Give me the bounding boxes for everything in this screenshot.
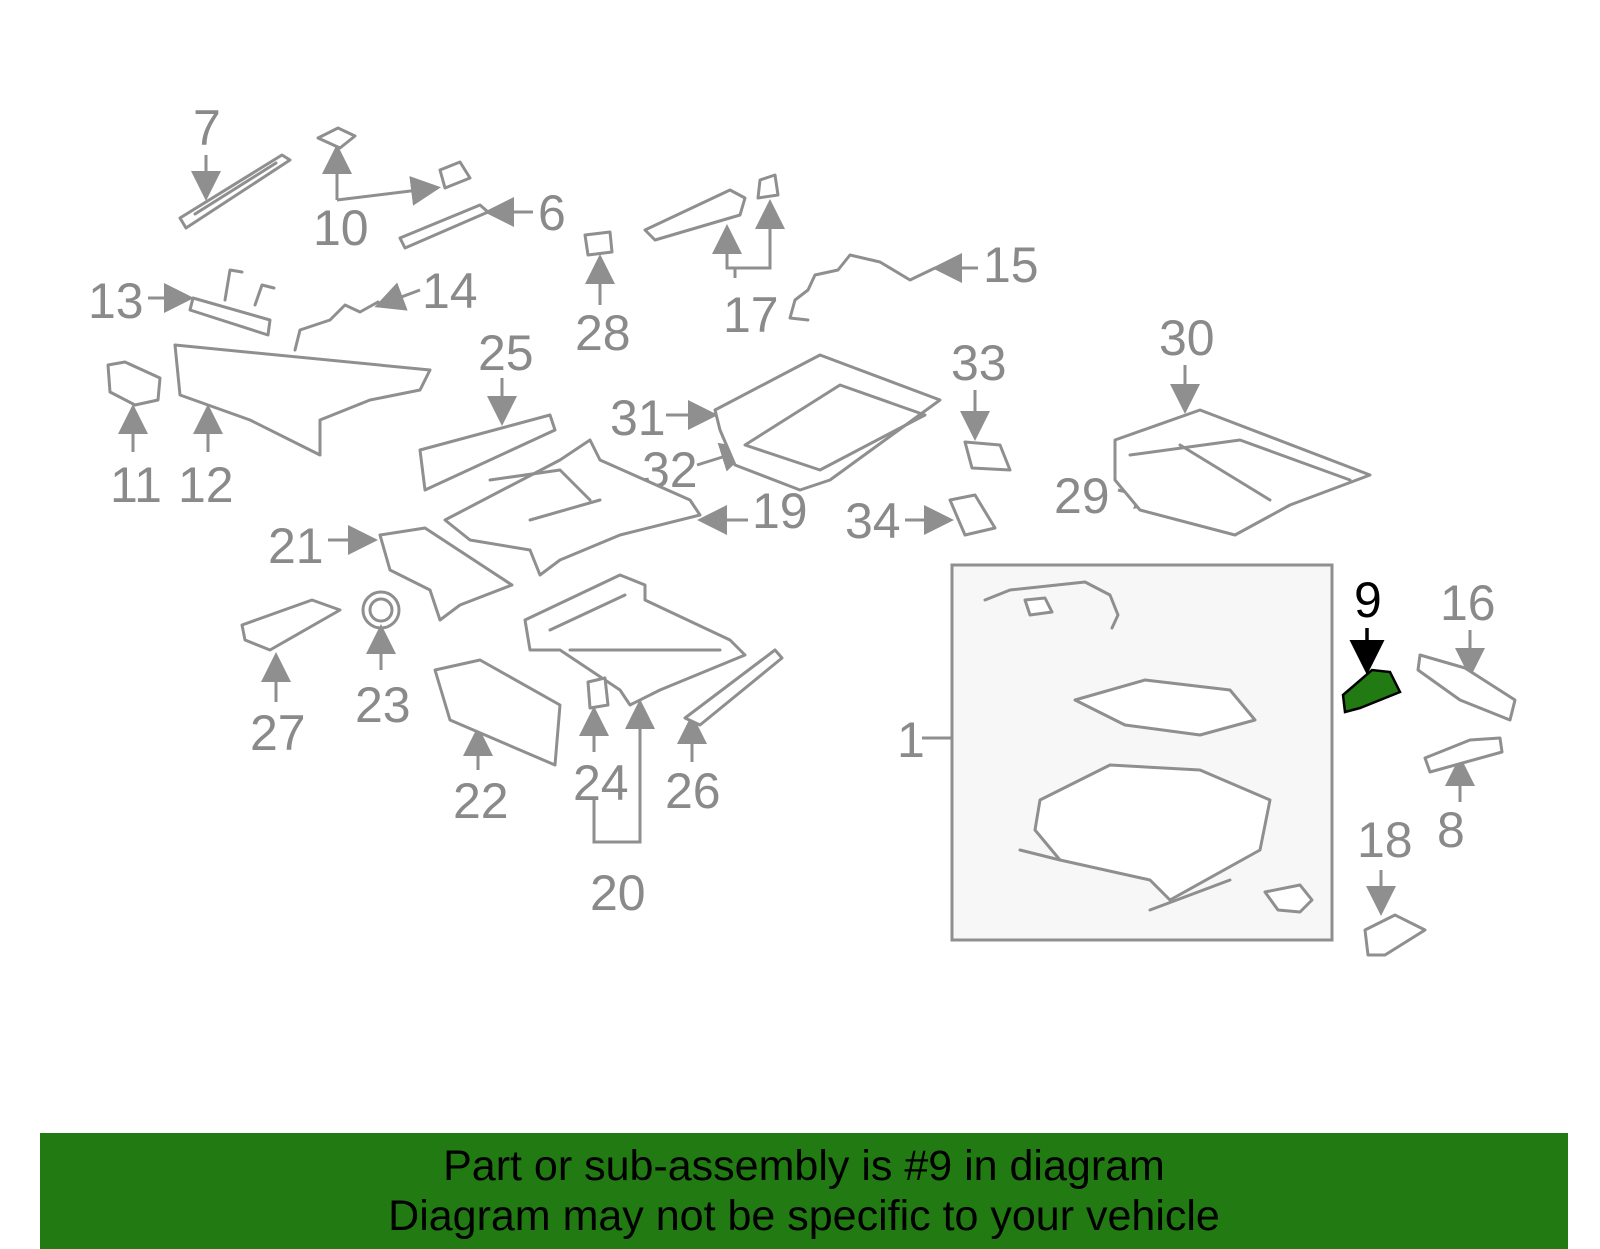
callout-26[interactable]: 26 (665, 763, 721, 819)
callout-12[interactable]: 12 (178, 457, 234, 513)
banner-line-2: Diagram may not be specific to your vehi… (388, 1192, 1220, 1240)
callout-33[interactable]: 33 (951, 335, 1007, 391)
info-banner: Part or sub-assembly is #9 in diagram Di… (40, 1133, 1568, 1249)
part-29-30-cushion (1113, 408, 1372, 537)
callout-30[interactable]: 30 (1159, 310, 1215, 366)
callout-17[interactable]: 17 (723, 287, 779, 343)
part-14-cable (293, 300, 380, 352)
part-21-panel (378, 526, 514, 622)
part-9-cover-highlighted[interactable] (1341, 668, 1402, 714)
callout-1[interactable]: 1 (897, 712, 925, 768)
callout-15[interactable]: 15 (983, 237, 1039, 293)
callout-14[interactable]: 14 (422, 263, 478, 319)
part-25-grille (418, 413, 557, 492)
part-22-cover (433, 658, 562, 767)
callout-6[interactable]: 6 (538, 185, 566, 241)
part-19-frame (443, 438, 702, 577)
callout-8[interactable]: 8 (1437, 802, 1465, 858)
part-26-trim (683, 648, 784, 727)
part-17-cover (643, 188, 747, 242)
part-17b-clip (756, 173, 780, 200)
part-20-track (523, 573, 747, 707)
part-10b-clip (438, 160, 472, 190)
callout-10[interactable]: 10 (313, 200, 369, 256)
part-7-rail (178, 153, 292, 230)
part-23-ring (361, 590, 401, 630)
part-2-wire (1073, 678, 1257, 737)
part-8-trim (1423, 736, 1504, 774)
assembly-box-1 (950, 563, 1334, 942)
callout-13[interactable]: 13 (88, 273, 144, 329)
part-24-clip (586, 676, 610, 710)
part-11-bracket (106, 360, 162, 407)
callout-34[interactable]: 34 (845, 493, 901, 549)
callout-25[interactable]: 25 (478, 325, 534, 381)
callout-28[interactable]: 28 (575, 305, 631, 361)
callout-23[interactable]: 23 (355, 677, 411, 733)
callout-16[interactable]: 16 (1440, 575, 1496, 631)
callout-29[interactable]: 29 (1054, 468, 1110, 524)
part-27-tray (240, 598, 342, 652)
part-28-clip (583, 230, 614, 257)
callout-31[interactable]: 31 (610, 390, 666, 446)
part-31-pad (713, 353, 942, 492)
callout-27[interactable]: 27 (250, 705, 306, 761)
callout-11[interactable]: 11 (110, 457, 162, 513)
callout-24[interactable]: 24 (573, 755, 629, 811)
part-16-switch (1416, 653, 1517, 722)
part-15-cable (788, 253, 937, 322)
part-23-ring-inner (368, 597, 394, 623)
callout-7[interactable]: 7 (193, 100, 221, 156)
part-10a-clip (316, 126, 357, 150)
part-5-motor (1263, 883, 1314, 914)
part-34-bracket (948, 493, 997, 537)
part-3-frame (1018, 763, 1272, 912)
part-4-cable (983, 580, 1120, 630)
banner-line-1: Part or sub-assembly is #9 in diagram (443, 1142, 1165, 1190)
part-13-bracket (188, 268, 276, 337)
part-18-cap (1363, 913, 1427, 957)
callout-18[interactable]: 18 (1357, 812, 1413, 868)
callout-19[interactable]: 19 (752, 483, 808, 539)
callout-9[interactable]: 9 (1354, 572, 1382, 628)
callout-21[interactable]: 21 (268, 518, 324, 574)
part-12-panel (173, 343, 432, 457)
callout-22[interactable]: 22 (453, 773, 509, 829)
callout-20[interactable]: 20 (590, 865, 646, 921)
part-32-mat (743, 383, 927, 472)
part-6-trim (398, 203, 490, 250)
part-33-module (963, 440, 1012, 472)
part-4b-clip (1023, 596, 1054, 617)
